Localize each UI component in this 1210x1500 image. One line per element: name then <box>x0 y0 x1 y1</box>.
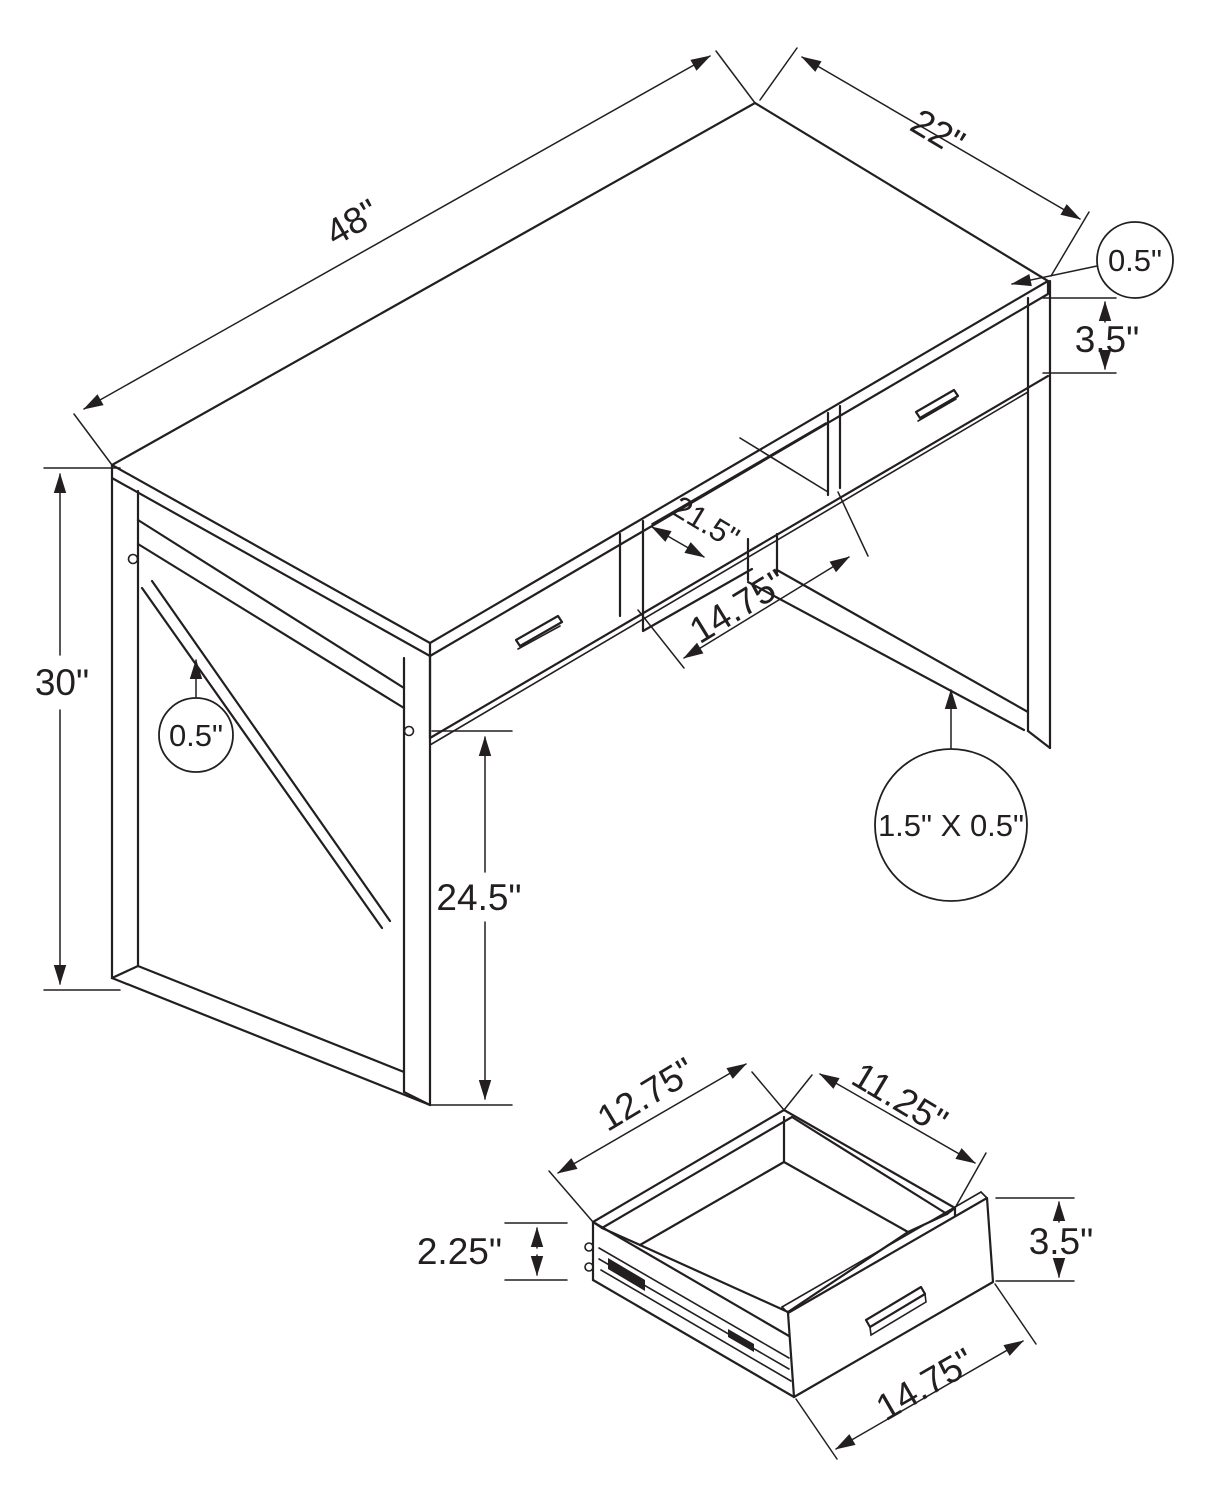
desk-top-thickness-label: 0.5" <box>1108 243 1162 278</box>
desk-top-thickness-edges <box>110 279 1050 658</box>
dim-leg-clearance-24-5: 24.5" <box>429 730 522 1106</box>
dim-desk-height-30: 30" <box>35 467 121 991</box>
dim-drawer-side-12-75: 12.75" <box>548 1050 785 1223</box>
desk-diagonal-brace <box>140 586 384 930</box>
cubby-width-label: 14.75" <box>682 561 794 651</box>
dim-desk-drawer-height-3-5: 3.5" <box>1042 297 1140 374</box>
desk-height-label: 30" <box>35 662 89 703</box>
desk-isometric-view: 48" 22" 0.5" 3.5" 30" <box>35 47 1174 1107</box>
drawer-front-height-label: 3.5" <box>1029 1221 1094 1262</box>
callout-leg-tube: 1.5" X 0.5" <box>874 689 1028 902</box>
leg-clearance-label: 24.5" <box>436 877 521 918</box>
dim-drawer-side-height-2-25: 2.25" <box>417 1222 568 1281</box>
desk-right-drawer-front <box>914 388 960 422</box>
drawer-back-width-label: 11.25" <box>845 1054 954 1142</box>
dim-drawer-front-height-3-5: 3.5" <box>995 1197 1094 1282</box>
screw-hole-back <box>127 553 139 565</box>
drawer-side-height-label: 2.25" <box>417 1231 502 1272</box>
desk-depth-label: 22" <box>904 101 972 164</box>
callout-desk-top-thickness: 0.5" <box>1011 221 1174 299</box>
drawer-detail-view: 12.75" 11.25" 2.25" 3.5" 14.75" <box>417 1050 1094 1460</box>
drawer-slide-rail <box>584 1242 792 1382</box>
desk-drawer-height-label: 3.5" <box>1075 319 1140 360</box>
leg-tube-label: 1.5" X 0.5" <box>878 808 1024 843</box>
cubby-depth-label: 21.5" <box>666 489 745 556</box>
desk-right-drawer-handle <box>914 388 960 420</box>
screw-hole-front <box>403 725 415 737</box>
drawer-handle <box>864 1285 927 1337</box>
drawer-front-width-label: 14.75" <box>869 1340 981 1428</box>
desk-left-drawer-front <box>514 614 564 650</box>
drawer-side-length-label: 12.75" <box>590 1050 702 1140</box>
callout-frame-thickness: 0.5" <box>158 659 234 773</box>
desk-left-side-panel <box>110 476 432 1107</box>
desk-top-surface <box>110 101 1050 645</box>
drawer-box <box>584 1108 995 1399</box>
desk-left-drawer-handle <box>514 614 564 648</box>
frame-thickness-label: 0.5" <box>169 718 223 753</box>
